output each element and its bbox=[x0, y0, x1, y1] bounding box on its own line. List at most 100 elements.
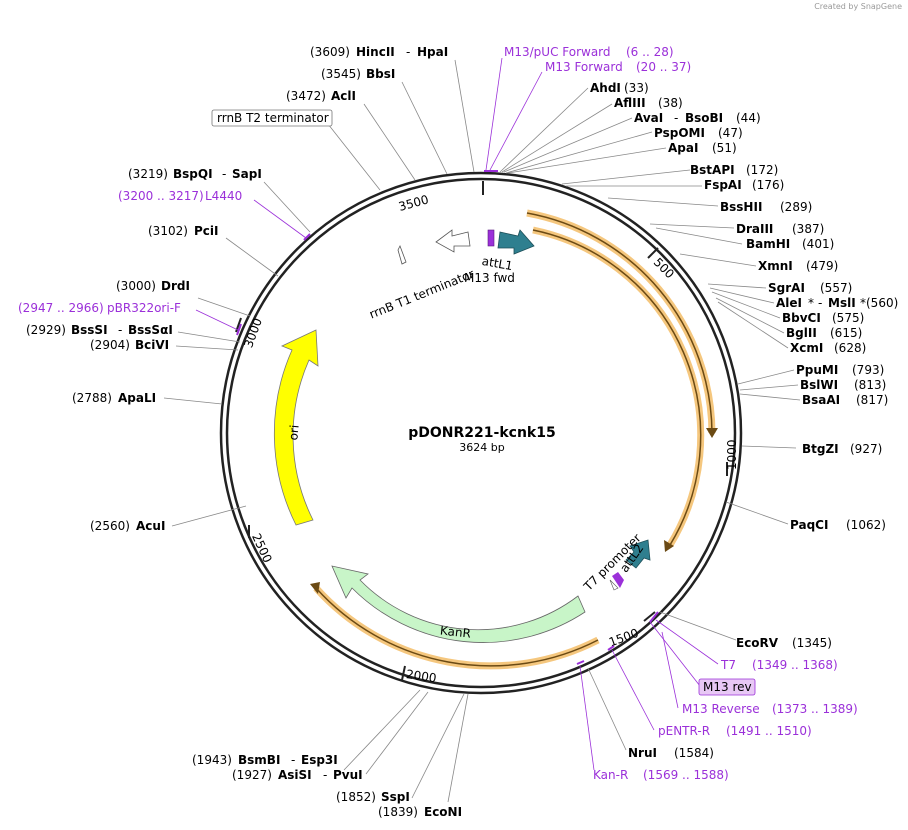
site-pos: (289) bbox=[780, 200, 812, 214]
plasmid-size: 3624 bp bbox=[459, 441, 504, 454]
site-name: AsiSI bbox=[278, 768, 312, 782]
attl1-label: attL1 bbox=[481, 254, 514, 273]
site-pos: (2929) bbox=[26, 323, 66, 337]
site-name: BssSI bbox=[71, 323, 108, 337]
site-name: AvaI bbox=[634, 111, 663, 125]
site-pos: (1584) bbox=[674, 746, 714, 760]
site-name: HpaI bbox=[417, 45, 448, 59]
site-pos: (1943) bbox=[192, 753, 232, 767]
rrnb-t1-feature bbox=[435, 229, 471, 253]
site-name: AcuI bbox=[136, 519, 165, 533]
rrnb-t2-box bbox=[211, 109, 333, 127]
primer-name: L4440 bbox=[205, 189, 242, 203]
site-pos: (557) bbox=[820, 281, 852, 295]
primer-name: Kan-R bbox=[593, 768, 628, 782]
site-name: Esp3I bbox=[301, 753, 338, 767]
orf-arc-bottom-core bbox=[315, 587, 599, 667]
site-pos: (3000) bbox=[116, 279, 156, 293]
primer-range: (1569 .. 1588) bbox=[643, 768, 729, 782]
site-sep: - bbox=[222, 167, 226, 181]
backbone-inner bbox=[225, 177, 737, 689]
site-pos: (1852) bbox=[336, 790, 376, 804]
site-name: BciVI bbox=[135, 338, 169, 352]
primer-range: (6 .. 28) bbox=[626, 45, 674, 59]
plasmid-name: pDONR221-kcnk15 bbox=[408, 425, 555, 441]
primer-labels: M13/pUC Forward (6 .. 28) M13 Forward (2… bbox=[18, 45, 858, 782]
orf-arc-right2-core bbox=[532, 229, 702, 546]
site-name: FspAI bbox=[704, 178, 742, 192]
m13rev-label-box[interactable] bbox=[698, 678, 756, 696]
m13fwd-feature bbox=[487, 229, 495, 247]
orf-arrow-bottom bbox=[310, 582, 320, 594]
right-site-labels: AhdI (33) AflIII (38) AvaI - BsoBI (44) … bbox=[590, 81, 898, 760]
site-sep: - bbox=[291, 753, 295, 767]
site-star: * bbox=[860, 296, 866, 310]
site-name: BtgZI bbox=[802, 442, 839, 456]
primer-range: (3200 .. 3217) bbox=[118, 189, 204, 203]
site-name: PspOMI bbox=[654, 126, 705, 140]
site-name: XmnI bbox=[758, 259, 793, 273]
site-name: BstAPI bbox=[690, 163, 735, 177]
ori-label: ori bbox=[286, 424, 301, 441]
site-name: DraIII bbox=[736, 222, 773, 236]
site-name: HincII bbox=[356, 45, 395, 59]
site-name: BspQI bbox=[173, 167, 213, 181]
site-name: BbsI bbox=[366, 67, 395, 81]
site-name: ApaLI bbox=[118, 391, 156, 405]
site-name: BbvCI bbox=[782, 311, 821, 325]
attl1-feature bbox=[497, 229, 535, 255]
site-pos: (817) bbox=[856, 393, 888, 407]
site-pos: (1927) bbox=[232, 768, 272, 782]
site-name: BamHI bbox=[746, 237, 790, 251]
site-name: ApaI bbox=[668, 141, 698, 155]
tick-3500: 3500 bbox=[397, 192, 430, 213]
orf-arrow-right bbox=[706, 428, 718, 438]
site-pos: (560) bbox=[866, 296, 898, 310]
site-pos: (1839) bbox=[378, 805, 418, 819]
site-pos: (176) bbox=[752, 178, 784, 192]
tick-1000: 1000 bbox=[725, 439, 739, 470]
kanr-label: KanR bbox=[439, 623, 471, 640]
m13rev-feature bbox=[612, 572, 624, 588]
site-name: PpuMI bbox=[796, 363, 838, 377]
site-star: * bbox=[808, 296, 814, 310]
site-name: DrdI bbox=[161, 279, 190, 293]
site-pos: (38) bbox=[658, 96, 683, 110]
site-name: PvuI bbox=[333, 768, 363, 782]
site-pos: (3472) bbox=[286, 89, 326, 103]
kanr-feature bbox=[331, 565, 586, 643]
primer-name: M13/pUC Forward bbox=[504, 45, 611, 59]
site-name: AleI bbox=[776, 296, 802, 310]
site-sep: - bbox=[818, 296, 822, 310]
snapgene-credit: Created by SnapGene bbox=[814, 2, 902, 11]
primer-name: M13 rev bbox=[703, 680, 752, 694]
primer-range: (1373 .. 1389) bbox=[772, 702, 858, 716]
site-name: EcoRV bbox=[736, 636, 779, 650]
site-name: XcmI bbox=[790, 341, 823, 355]
tick-3000: 3000 bbox=[241, 316, 265, 349]
site-name: SgrAI bbox=[768, 281, 805, 295]
primer-range: (1491 .. 1510) bbox=[726, 724, 812, 738]
site-pos: (51) bbox=[712, 141, 737, 155]
site-name: BsoBI bbox=[685, 111, 723, 125]
site-name: PciI bbox=[194, 224, 219, 238]
site-name: AhdI bbox=[590, 81, 621, 95]
site-name: EcoNI bbox=[424, 805, 462, 819]
site-name: SspI bbox=[381, 790, 410, 804]
tick-1500: 1500 bbox=[607, 626, 640, 650]
primer-name: pBR322ori-F bbox=[107, 301, 181, 315]
primer-name: T7 bbox=[720, 658, 736, 672]
site-pos: (47) bbox=[718, 126, 743, 140]
site-pos: (615) bbox=[830, 326, 862, 340]
site-pos: (927) bbox=[850, 442, 882, 456]
primer-range: (2947 .. 2966) bbox=[18, 301, 104, 315]
site-pos: (33) bbox=[624, 81, 649, 95]
site-name: AclI bbox=[331, 89, 356, 103]
site-pos: (628) bbox=[834, 341, 866, 355]
site-name: AflIII bbox=[614, 96, 646, 110]
site-name: MslI bbox=[828, 296, 856, 310]
site-name: PaqCI bbox=[790, 518, 828, 532]
site-pos: (3545) bbox=[321, 67, 361, 81]
site-pos: (2788) bbox=[72, 391, 112, 405]
site-pos: (3219) bbox=[128, 167, 168, 181]
